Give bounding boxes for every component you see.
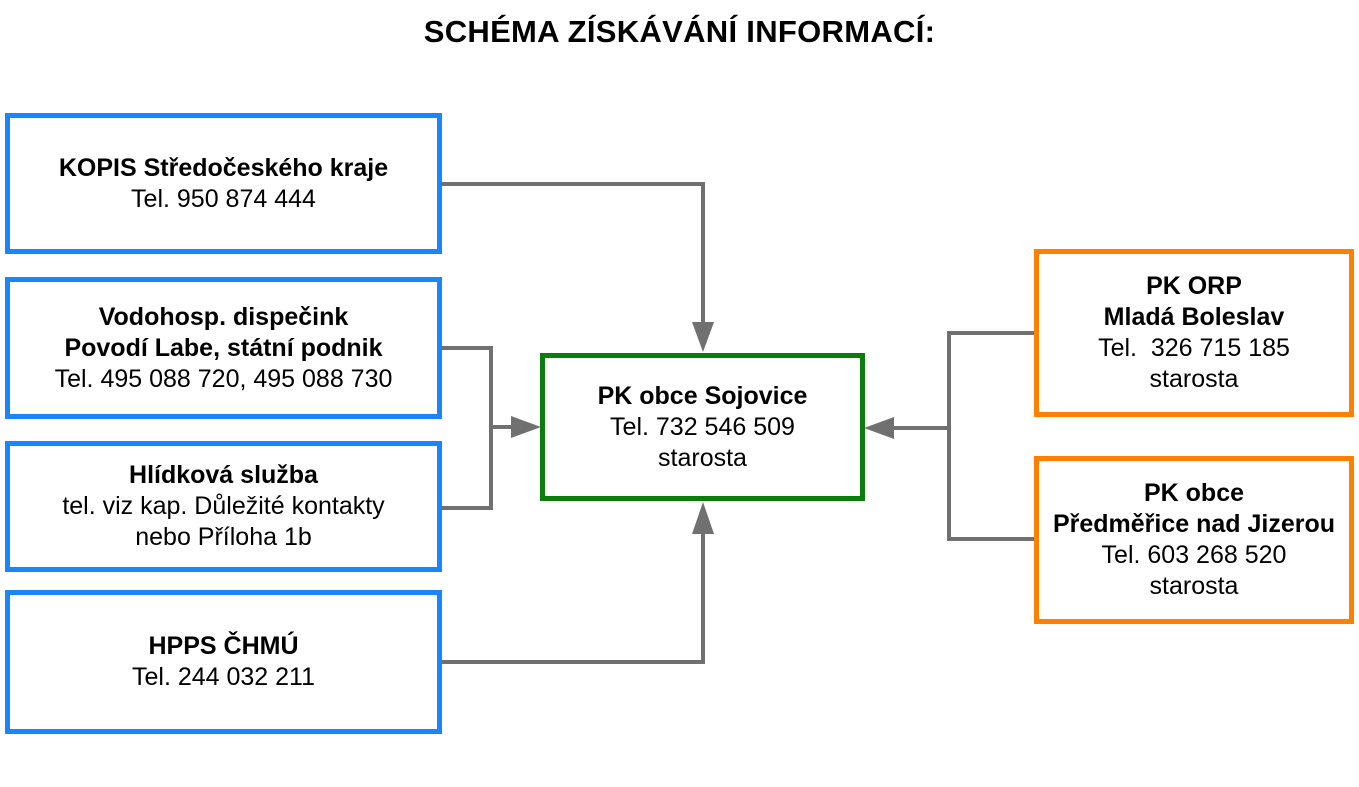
arrowhead-top (692, 322, 714, 352)
center-role: starosta (658, 443, 747, 472)
source-name: Hlídková služba (129, 461, 318, 489)
source-detail-line2: nebo Příloha 1b (135, 523, 312, 551)
source-box-hpps: HPPS ČHMÚ Tel. 244 032 211 (5, 590, 442, 734)
page-title: SCHÉMA ZÍSKÁVÁNÍ INFORMACÍ: (423, 14, 936, 49)
source-name-line2: Povodí Labe, státní podnik (64, 333, 383, 362)
arrowhead-left (511, 416, 541, 438)
right-phone: Tel. 326 715 185 (1098, 334, 1290, 362)
source-phone: Tel. 244 032 211 (131, 663, 316, 691)
right-name-line2: Mladá Boleslav (1103, 303, 1285, 331)
arrowhead-bottom (692, 502, 714, 534)
source-box-kopis: KOPIS Středočeského kraje Tel. 950 874 4… (5, 113, 442, 254)
connector-right (947, 331, 1036, 541)
center-name: PK obce Sojovice (597, 381, 808, 410)
right-role: starosta (1149, 365, 1239, 393)
source-box-hlidkova: Hlídková služba tel. viz kap. Důležité k… (5, 441, 442, 572)
right-box-predmerice: PK obce Předměřice nad Jizerou Tel. 603 … (1034, 456, 1354, 624)
connector-vodohosp (441, 346, 493, 510)
right-phone: Tel. 603 268 520 (1101, 541, 1287, 569)
right-name-line2: Předměřice nad Jizerou (1052, 510, 1336, 538)
source-box-vodohosp: Vodohosp. dispečink Povodí Labe, státní … (5, 277, 442, 419)
center-phone: Tel. 732 546 509 (610, 412, 795, 441)
source-phone: Tel. 495 088 720, 495 088 730 (54, 364, 393, 393)
connector-hpps (441, 530, 705, 664)
source-phone: Tel. 950 874 444 (131, 184, 316, 213)
right-name-line1: PK obce (1143, 479, 1245, 507)
source-detail-line1: tel. viz kap. Důležité kontakty (62, 492, 385, 520)
connector-kopis (441, 182, 705, 326)
right-name-line1: PK ORP (1146, 272, 1242, 300)
source-name: HPPS ČHMÚ (148, 632, 299, 660)
arrowhead-right (864, 417, 894, 439)
right-box-orp: PK ORP Mladá Boleslav Tel. 326 715 185 s… (1034, 249, 1354, 417)
source-name: KOPIS Středočeského kraje (58, 153, 389, 182)
center-box-sojovice: PK obce Sojovice Tel. 732 546 509 staros… (540, 353, 865, 501)
source-name-line1: Vodohosp. dispečink (98, 302, 349, 331)
right-role: starosta (1149, 572, 1239, 600)
